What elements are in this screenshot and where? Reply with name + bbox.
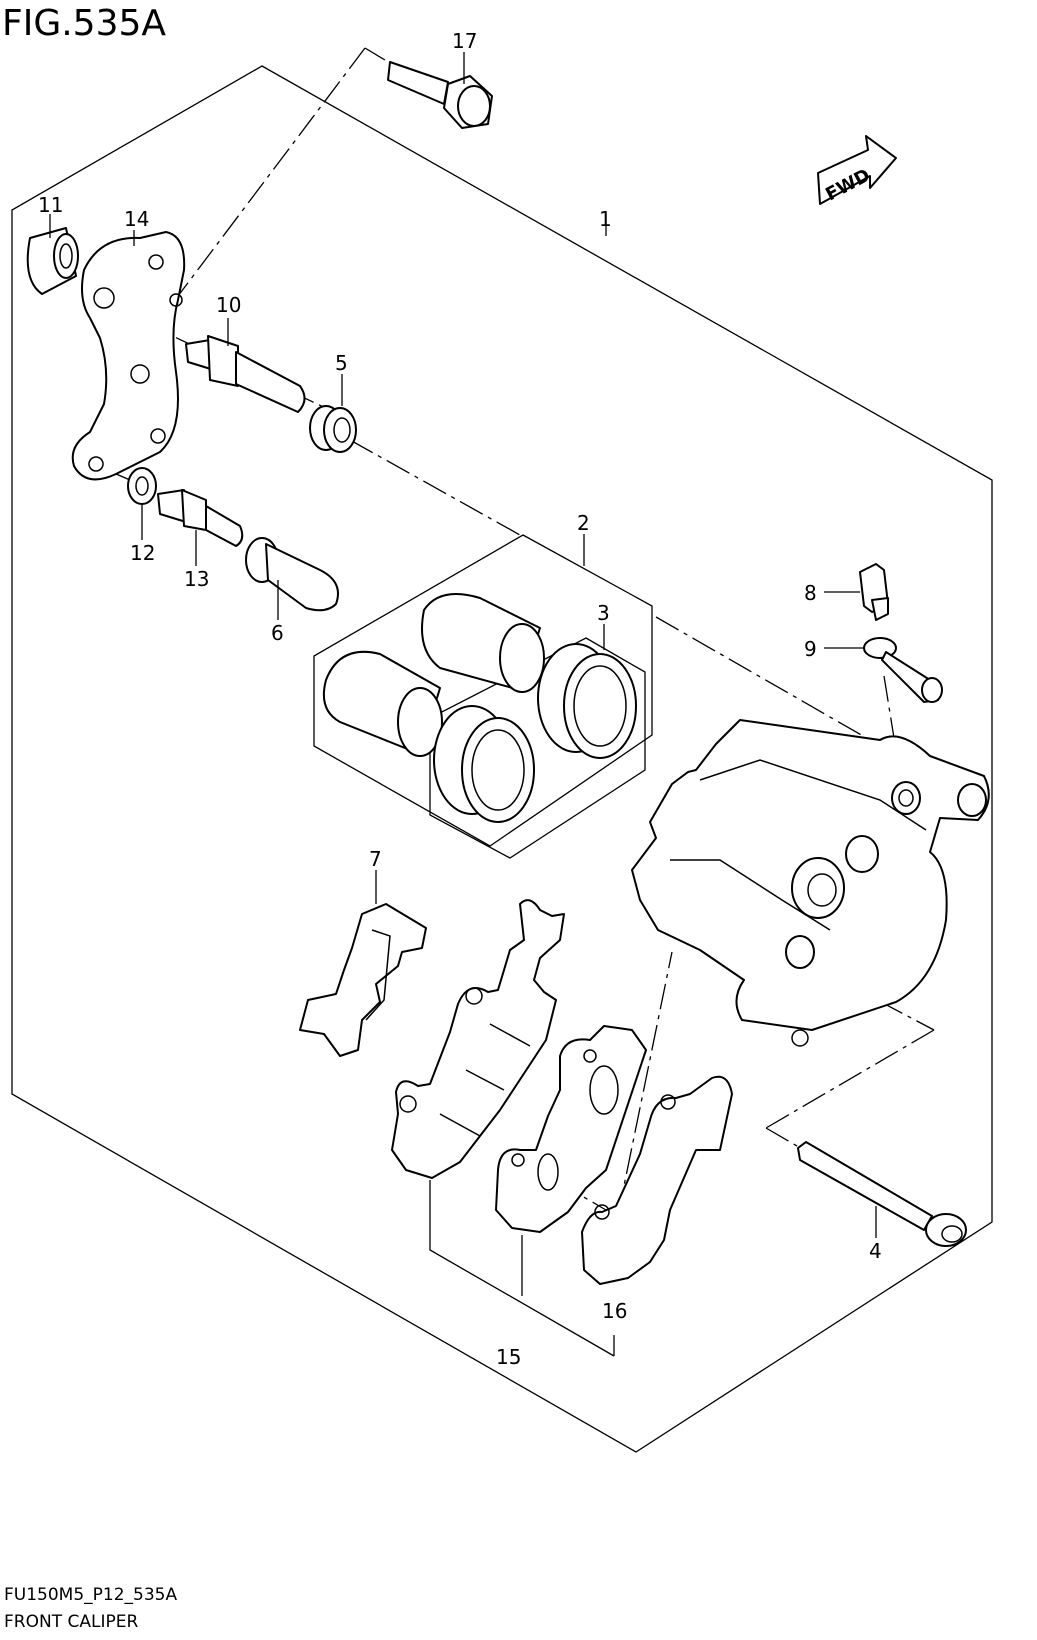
figure-caption: FRONT CALIPER: [4, 1612, 139, 1632]
part-4-pad-pin: [797, 1141, 967, 1247]
brake-pad-outer: [391, 899, 565, 1179]
pad-shim: [581, 1075, 733, 1285]
brake-pad-inner: [495, 1025, 647, 1233]
part-8-bleeder: [859, 563, 889, 621]
callout-13: 13: [184, 567, 209, 591]
part-14-bracket: [71, 231, 186, 481]
part-6-boot: [245, 537, 339, 612]
part-2-pistons: [322, 593, 545, 757]
callout-9: 9: [804, 637, 817, 661]
callout-8: 8: [804, 581, 817, 605]
callout-15: 15: [496, 1345, 521, 1369]
part-7-pad-spring: [299, 903, 427, 1057]
callout-12: 12: [130, 541, 155, 565]
pad-bracket-15: [429, 1180, 615, 1357]
callout-17: 17: [452, 29, 477, 53]
callout-10: 10: [216, 293, 241, 317]
part-12-washer: [127, 467, 157, 505]
part-3-seals: [433, 643, 637, 823]
part-9-cap: [863, 637, 943, 703]
part-17-flange-bolt: [387, 61, 493, 129]
callout-14: 14: [124, 207, 149, 231]
caliper-body: [631, 719, 990, 1047]
part-13-pin: [157, 489, 244, 547]
callout-16: 16: [602, 1299, 627, 1323]
callout-11: 11: [38, 193, 63, 217]
callout-3: 3: [597, 601, 610, 625]
figure-title: FIG.535A: [2, 3, 167, 44]
part-11-sleeve: [26, 227, 79, 295]
callout-6: 6: [271, 621, 284, 645]
callout-4: 4: [869, 1239, 882, 1263]
leader-lines: [49, 52, 877, 1238]
callout-7: 7: [369, 847, 382, 871]
callout-2: 2: [577, 511, 590, 535]
callout-labels: 17 1 11 14 10 5 2 3 8 9 12 13 6 7 4 16 1…: [38, 29, 882, 1369]
part-5-boot: [309, 405, 357, 453]
callout-1: 1: [599, 207, 612, 231]
callout-5: 5: [335, 351, 348, 375]
model-code: FU150M5_P12_535A: [4, 1585, 178, 1605]
fwd-arrow-badge: FWD: [817, 135, 897, 205]
assembly-outline: [11, 65, 993, 1453]
piston-group-outline: [313, 534, 653, 847]
part-10-pin-bolt: [185, 335, 306, 413]
